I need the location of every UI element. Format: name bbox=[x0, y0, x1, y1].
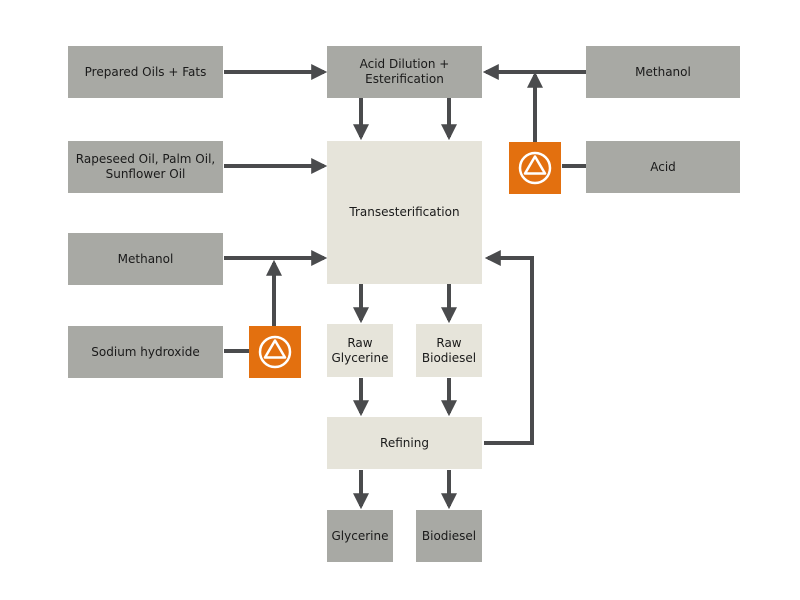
methanol-left-box: Methanol bbox=[68, 233, 223, 285]
biodiesel-box: Biodiesel bbox=[416, 510, 482, 562]
sodium-hydroxide-pump-icon bbox=[249, 326, 301, 378]
raw-biodiesel-box: Raw Biodiesel bbox=[416, 324, 482, 377]
glycerine-box: Glycerine bbox=[327, 510, 393, 562]
sodium-hydroxide-box: Sodium hydroxide bbox=[68, 326, 223, 378]
methanol-top-box: Methanol bbox=[586, 46, 740, 98]
transesterification-box: Transesterification bbox=[327, 141, 482, 284]
prepared-oils-box: Prepared Oils + Fats bbox=[68, 46, 223, 98]
arrow-refining-recycle-to-trans bbox=[484, 250, 534, 445]
raw-glycerine-box: Raw Glycerine bbox=[327, 324, 393, 377]
vegetable-oils-box: Rapeseed Oil, Palm Oil, Sunflower Oil bbox=[68, 141, 223, 193]
acid-pump-icon bbox=[509, 142, 561, 194]
acid-box: Acid bbox=[586, 141, 740, 193]
acid-dilution-esterification-box: Acid Dilution + Esterification bbox=[327, 46, 482, 98]
refining-box: Refining bbox=[327, 417, 482, 469]
